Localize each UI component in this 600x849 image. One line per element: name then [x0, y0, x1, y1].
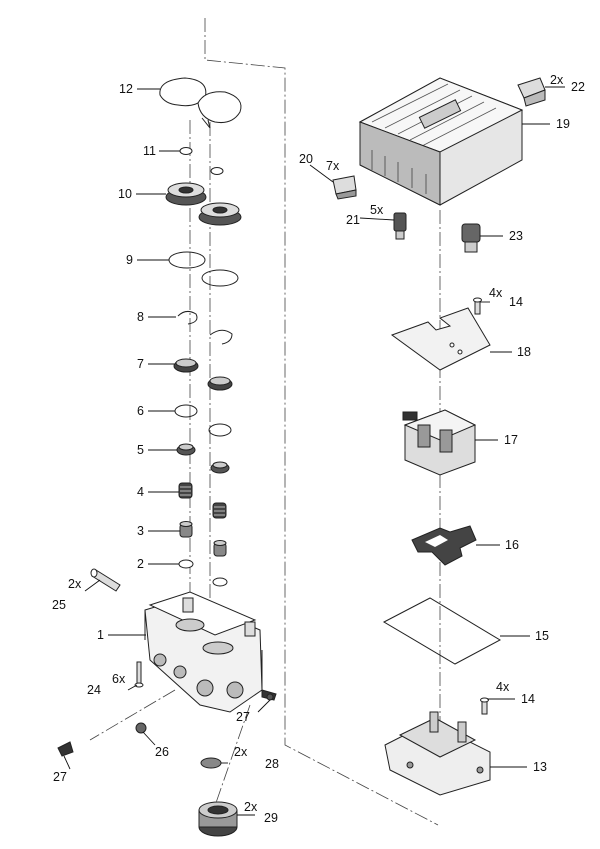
label-2: 2 [137, 557, 144, 571]
part-16-gasket [411, 525, 477, 566]
label-5: 5 [137, 443, 144, 457]
qty-25: 2x [68, 577, 82, 591]
part-21-sensor [393, 212, 407, 240]
qty-21: 5x [370, 203, 384, 217]
assembly-axes [89, 18, 441, 826]
part-22-bracket [517, 77, 546, 107]
part-3-piston [179, 521, 227, 557]
part-18-mounting-plate [390, 307, 491, 371]
label-6: 6 [137, 404, 144, 418]
leader-lines [63, 86, 565, 816]
part-2-o-ring [178, 559, 228, 587]
label-16: 16 [505, 538, 519, 552]
part-23-pressure-sensor [461, 223, 481, 253]
part-1-valve-body [144, 591, 263, 713]
label-21: 21 [346, 213, 360, 227]
qty-24: 6x [112, 672, 126, 686]
part-5-bushing [176, 443, 230, 474]
part-10-valve-cap [165, 182, 242, 226]
label-19: 19 [556, 117, 570, 131]
part-14-screw [473, 297, 489, 715]
part-25-pin [90, 568, 121, 592]
label-14-bottom: 14 [521, 692, 535, 706]
part-8-snap-ring [177, 310, 233, 345]
label-24: 24 [87, 683, 101, 697]
part-29-nut [198, 801, 238, 837]
label-18: 18 [517, 345, 531, 359]
label-29: 29 [264, 811, 278, 825]
label-27-left: 27 [53, 770, 67, 784]
label-13: 13 [533, 760, 547, 774]
qty-29: 2x [244, 800, 258, 814]
label-23: 23 [509, 229, 523, 243]
label-8: 8 [137, 310, 144, 324]
label-1: 1 [97, 628, 104, 642]
qty-20: 7x [326, 159, 340, 173]
part-17-valve-block [402, 409, 477, 476]
label-4: 4 [137, 485, 144, 499]
label-3: 3 [137, 524, 144, 538]
label-17: 17 [504, 433, 518, 447]
label-25: 25 [52, 598, 66, 612]
label-20: 20 [299, 152, 313, 166]
part-4-spring [178, 482, 227, 519]
part-24-screw [134, 661, 144, 688]
part-19-control-unit [358, 77, 524, 206]
part-11-o-ring [179, 147, 224, 175]
qty-14-bottom: 4x [496, 680, 510, 694]
part-13-cover [384, 711, 491, 796]
callout-labels: 12 11 10 9 8 7 6 5 4 3 2 2x 25 1 6x 24 2… [52, 73, 585, 825]
part-20-connector-clip [332, 175, 357, 200]
label-22: 22 [571, 80, 585, 94]
part-15-seal [382, 597, 502, 665]
part-7-bearing [173, 358, 233, 391]
qty-28: 2x [234, 745, 248, 759]
label-14-top: 14 [509, 295, 523, 309]
qty-14-top: 4x [489, 286, 503, 300]
part-12-gasket [159, 77, 242, 129]
label-27-right: 27 [236, 710, 250, 724]
qty-22: 2x [550, 73, 564, 87]
part-26-plug [135, 722, 147, 734]
part-28-filter [200, 757, 222, 769]
label-28: 28 [265, 757, 279, 771]
part-6-o-ring [174, 404, 232, 437]
label-15: 15 [535, 629, 549, 643]
label-9: 9 [126, 253, 133, 267]
label-10: 10 [118, 187, 132, 201]
label-7: 7 [137, 357, 144, 371]
label-11: 11 [143, 144, 156, 158]
label-26: 26 [155, 745, 169, 759]
label-12: 12 [119, 82, 133, 96]
part-9-seal-ring [168, 251, 239, 287]
